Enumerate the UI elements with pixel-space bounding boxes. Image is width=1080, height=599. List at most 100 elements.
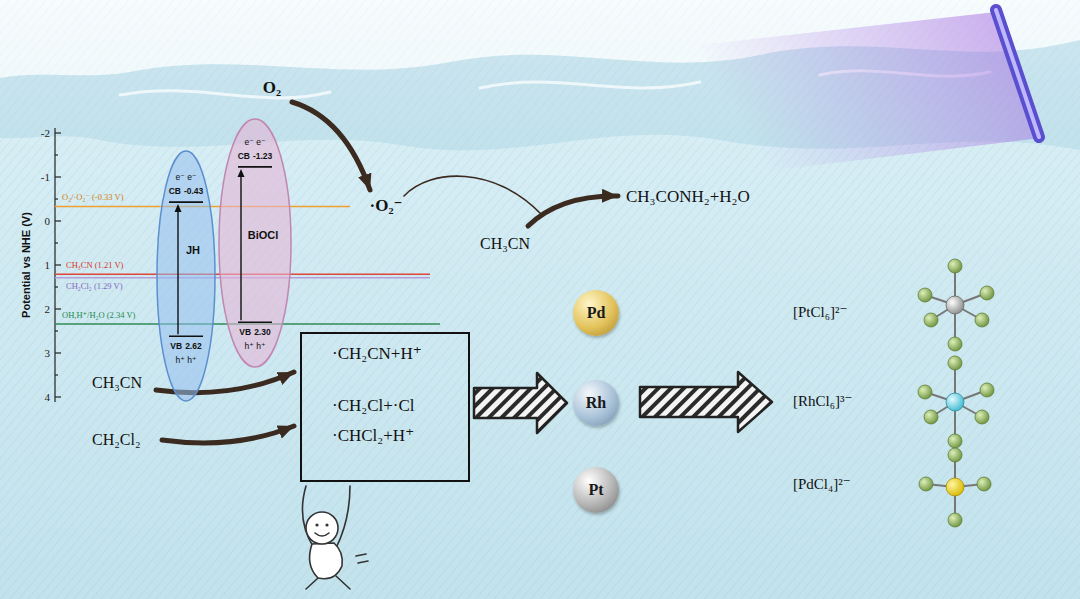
octahedral-complex bbox=[975, 313, 989, 327]
radical-text: ·CH₂Cl+·Cl bbox=[332, 396, 415, 416]
band-text: e⁻ e⁻ bbox=[245, 138, 266, 148]
species-label: CH₂Cl₂ bbox=[92, 431, 141, 449]
band-text: 2.30 bbox=[254, 328, 271, 338]
cartoon-person bbox=[356, 554, 368, 563]
striped-arrow bbox=[474, 373, 567, 433]
cartoon-person bbox=[306, 576, 350, 589]
excitation-arrow bbox=[177, 211, 178, 334]
octahedral-complex bbox=[918, 259, 994, 351]
molecule-model bbox=[918, 259, 994, 527]
octahedral-complex bbox=[918, 288, 932, 302]
cartoon-person bbox=[302, 486, 368, 589]
octahedral-complex bbox=[946, 393, 964, 411]
square-planar-complex bbox=[977, 477, 991, 491]
potential-label: O₂/·O₂⁻ (-0.33 V) bbox=[62, 193, 123, 203]
species-label: CH₃CN bbox=[92, 374, 142, 392]
potential-axis bbox=[55, 264, 61, 265]
cartoon-person bbox=[315, 533, 329, 536]
text-row: VB2.30 bbox=[239, 328, 270, 338]
potential-axis bbox=[55, 242, 58, 243]
metal-symbol: Pt bbox=[588, 481, 603, 499]
uv-lamp bbox=[996, 10, 1039, 137]
uv-lamp bbox=[996, 10, 1039, 137]
octahedral-complex bbox=[946, 296, 964, 314]
band-ellipse: e⁻ e⁻CB-0.43JHVB2.62h⁺ h⁺ bbox=[155, 149, 217, 403]
metal-ball: Rh bbox=[573, 380, 619, 426]
reaction-line bbox=[404, 176, 541, 214]
axis-tick-label: -2 bbox=[41, 127, 50, 140]
square-planar-complex bbox=[946, 478, 964, 496]
text-row: e⁻ e⁻ bbox=[176, 173, 197, 183]
product-label: CH₃CONH₂+H₂O bbox=[626, 187, 750, 207]
octahedral-complex bbox=[980, 383, 994, 397]
band-text: -1.23 bbox=[253, 152, 272, 162]
band-text: VB bbox=[170, 342, 182, 352]
octahedral-complex bbox=[948, 434, 962, 448]
octahedral-complex bbox=[948, 259, 962, 273]
potential-axis bbox=[55, 154, 58, 155]
axis-tick-label: -1 bbox=[41, 171, 50, 184]
excitation-arrow bbox=[238, 169, 245, 177]
band-text: CB bbox=[238, 152, 250, 162]
octahedral-complex bbox=[918, 259, 994, 351]
potential-axis bbox=[55, 374, 58, 375]
octahedral-complex bbox=[918, 356, 994, 448]
text-row: e⁻ e⁻ bbox=[245, 138, 266, 148]
striped-arrow bbox=[640, 372, 772, 432]
octahedral-complex bbox=[918, 356, 994, 448]
species-label: CH₃CN bbox=[480, 235, 530, 253]
complex-label: [PtCl₆]²⁻ bbox=[793, 304, 847, 321]
text-row: CB-1.23 bbox=[238, 152, 273, 162]
potential-axis bbox=[55, 198, 58, 199]
excitation-arrow bbox=[175, 204, 182, 212]
band-edge bbox=[169, 201, 203, 203]
text-row: BiOCl bbox=[248, 229, 279, 242]
text-row: CB-0.43 bbox=[169, 187, 204, 197]
metal-ball: Pt bbox=[573, 467, 619, 513]
octahedral-complex bbox=[975, 410, 989, 424]
material-name: BiOCl bbox=[248, 229, 279, 242]
potential-label: OH,H⁺/H₂O (2.34 V) bbox=[62, 311, 135, 321]
complex-label: [RhCl₆]³⁻ bbox=[793, 393, 852, 410]
potential-axis bbox=[55, 176, 61, 177]
band-ellipse: e⁻ e⁻ CB-1.23BiOClVB2.30 h⁺ h⁺ bbox=[217, 117, 293, 369]
axis-tick-label: 0 bbox=[45, 215, 51, 228]
metal-symbol: Pd bbox=[587, 304, 606, 322]
reaction-arrow bbox=[528, 196, 618, 226]
ellipse-outline bbox=[219, 119, 291, 367]
octahedral-complex bbox=[948, 337, 962, 351]
potential-axis bbox=[55, 352, 61, 353]
text-row: h⁺ h⁺ bbox=[245, 342, 266, 352]
square-planar-complex bbox=[919, 477, 933, 491]
band-edge bbox=[169, 335, 203, 337]
reaction-arrow bbox=[292, 102, 370, 190]
octahedral-complex bbox=[948, 356, 962, 370]
octahedral-complex bbox=[918, 385, 932, 399]
square-planar-complex bbox=[919, 448, 991, 527]
octahedral-complex bbox=[924, 410, 938, 424]
potential-label: CH₃CN (1.21 V) bbox=[66, 261, 123, 271]
band-text: 2.62 bbox=[185, 342, 202, 352]
metal-symbol: Rh bbox=[586, 394, 606, 412]
potential-axis bbox=[55, 396, 61, 397]
octahedral-complex bbox=[924, 313, 938, 327]
reaction-arrows bbox=[156, 102, 618, 443]
cartoon-person bbox=[336, 486, 350, 548]
band-text: e⁻ e⁻ bbox=[176, 173, 197, 183]
radical-text: ·CH₂CN+H⁺ bbox=[332, 344, 422, 364]
band-edge bbox=[238, 166, 272, 168]
band-text: h⁺ h⁺ bbox=[245, 342, 266, 352]
cartoon-person bbox=[325, 523, 328, 526]
text-row: JH bbox=[186, 244, 200, 257]
complex-label: [PdCl₄]²⁻ bbox=[793, 476, 851, 493]
reaction-arrow bbox=[162, 426, 294, 443]
axis-title: Potential vs NHE (V) bbox=[20, 212, 33, 318]
potential-axis bbox=[55, 330, 58, 331]
axis-tick-label: 3 bbox=[45, 347, 51, 360]
striped-arrow bbox=[640, 372, 772, 432]
